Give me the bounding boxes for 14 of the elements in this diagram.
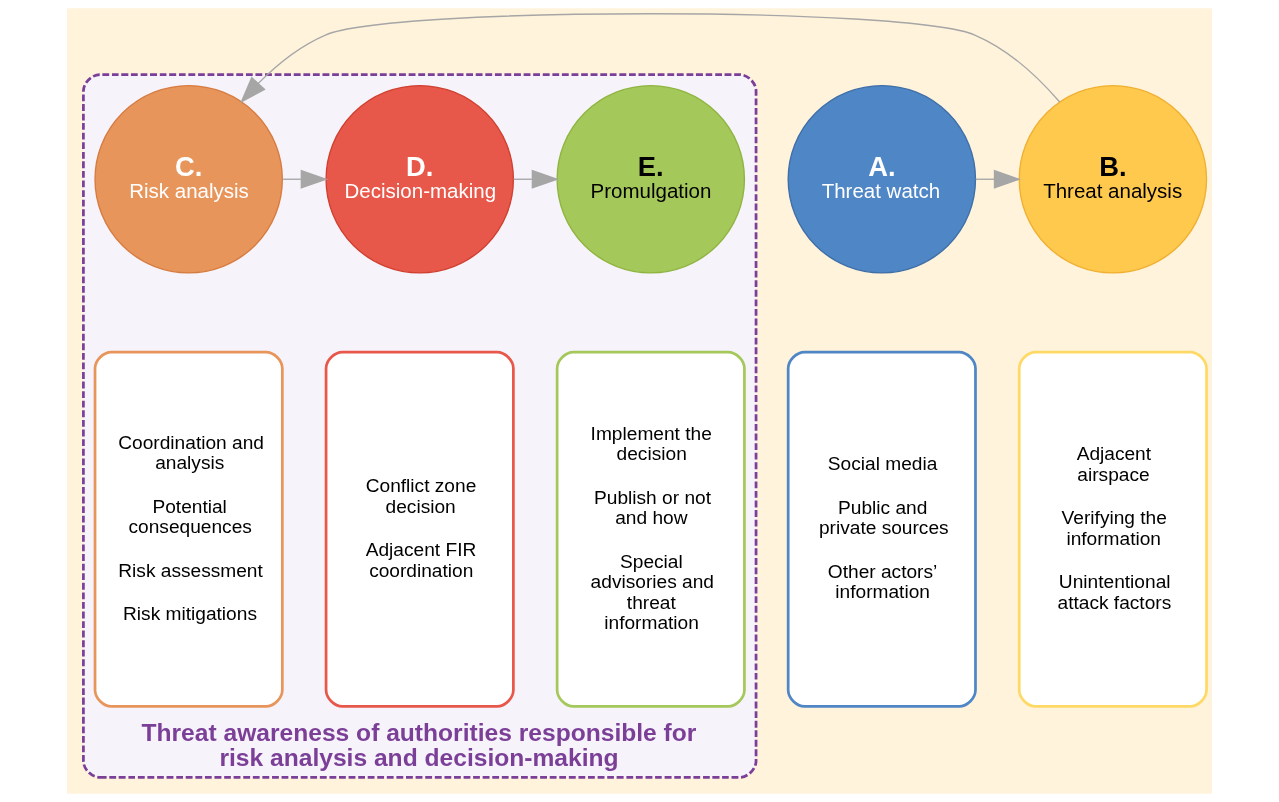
node-circle: D. Decision-making [325, 84, 515, 274]
node-box: Social media Public and private sources Other actors’ information [786, 350, 977, 708]
node-box: Coordination and analysis Potential consequences Risk assessment Risk mitigations [93, 350, 284, 708]
node-circle: B. Threat analysis [1018, 84, 1208, 274]
arrow [240, 13, 1061, 104]
node-circle: C. Risk analysis [94, 84, 283, 274]
node-box: Conflict zone decision Adjacent FIR coordination [324, 350, 515, 708]
node-circle: A. Threat watch [787, 84, 977, 274]
arrow [975, 169, 1022, 189]
arrow [512, 169, 560, 189]
arrow [281, 169, 329, 189]
node-box: Adjacent airspace Verifying the information Unintentional attack factors [1017, 350, 1208, 708]
node-box: Implement the decision Publish or not and how Special advisories and threat information [555, 350, 746, 708]
node-circle: E. Promulgation [556, 84, 746, 274]
